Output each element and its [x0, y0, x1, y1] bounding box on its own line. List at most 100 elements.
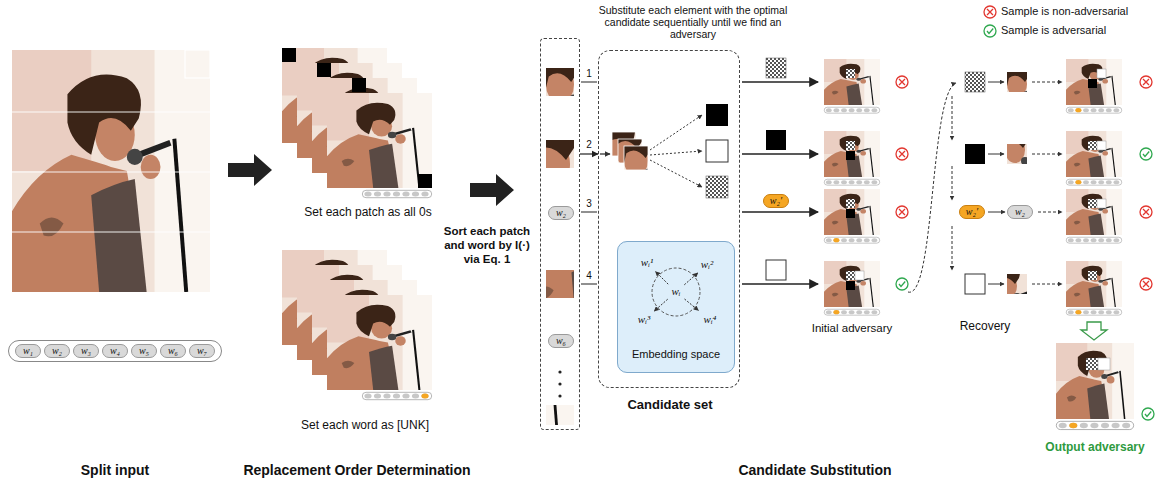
masked-word-stack — [421, 394, 428, 399]
word-token: w₆ — [548, 334, 574, 348]
sorted-patches — [558, 394, 561, 397]
candidate-patches — [557, 98, 728, 254]
candidate-results — [824, 59, 880, 105]
candidate-results — [846, 199, 855, 208]
masked-word-stack — [282, 250, 432, 400]
recovery-steps — [1140, 76, 1152, 88]
masked-patch-stack — [362, 190, 431, 197]
sorted-patches — [487, 26, 627, 194]
sorted-patches — [434, 26, 648, 434]
masked-patch-stack — [282, 48, 432, 198]
recovery-steps — [1075, 180, 1081, 184]
recovery-steps — [1088, 141, 1097, 150]
output-image — [1142, 408, 1154, 420]
candidate-patches — [706, 140, 728, 162]
masked-patch-stack — [418, 174, 432, 188]
candidate-set-box: Candidate setwᵢwᵢ¹wᵢ²wᵢ³wᵢ⁴Embedding spa… — [598, 50, 740, 388]
substitution-arrows — [742, 283, 818, 284]
output-caption: Output adversary — [1045, 440, 1144, 454]
recovery-steps — [1097, 69, 1106, 78]
masked-patch-stack — [317, 63, 331, 77]
candidate-results — [846, 281, 855, 290]
recovery-steps — [1032, 154, 1062, 155]
order-line — [600, 153, 610, 154]
neighbor-word: wᵢ² — [701, 258, 713, 271]
input-image — [12, 50, 210, 292]
recovery-steps — [1066, 59, 1122, 105]
callout-number: 4 — [586, 270, 592, 282]
candidate-patches — [557, 98, 677, 242]
masked-word-stack — [362, 392, 431, 399]
callout-number: 1 — [586, 68, 592, 80]
candidate-results — [824, 59, 908, 315]
substitution-arrows — [766, 130, 786, 150]
recovery-steps — [1088, 79, 1097, 88]
substitution-arrows — [742, 153, 818, 154]
candidate-results — [846, 69, 855, 78]
word-token: w₇ — [189, 344, 215, 358]
output-image — [1056, 343, 1134, 419]
recovery-steps — [1075, 108, 1081, 112]
recovery-steps — [1066, 59, 1122, 105]
candidate-patches — [650, 151, 702, 155]
neighbor-word: wᵢ³ — [638, 313, 650, 326]
masked-word-stack — [327, 295, 432, 390]
recovery-steps — [1075, 310, 1081, 314]
recovery-steps — [1066, 189, 1122, 235]
word-token: w₂ — [1007, 205, 1033, 219]
candidate-patches — [574, 110, 694, 254]
candidate-results — [824, 261, 880, 307]
recovery-steps — [908, 83, 956, 292]
recovery-steps — [1088, 199, 1097, 208]
sorted-patches — [558, 370, 561, 373]
neighbor-word: wᵢ⁴ — [704, 313, 717, 326]
candidate-results — [824, 189, 880, 235]
word-token: w₁ — [15, 344, 41, 358]
box-title: Candidate set — [627, 397, 712, 413]
candidate-patches — [650, 160, 702, 187]
candidate-results — [896, 278, 908, 290]
step-caption: Set each patch as all 0s — [304, 205, 431, 219]
step-caption: Set each word as [UNK] — [301, 418, 429, 432]
embedding-illustration — [652, 268, 700, 316]
output-image — [1056, 322, 1154, 430]
embedding-space-box: wᵢwᵢ¹wᵢ²wᵢ³wᵢ⁴Embedding space — [617, 241, 735, 373]
input-image — [12, 112, 210, 232]
candidate-results — [896, 148, 908, 160]
recovery-steps — [1066, 179, 1122, 185]
recovery-steps — [1140, 278, 1152, 290]
recovery-steps — [965, 274, 985, 294]
masked-patch-stack — [327, 93, 432, 188]
candidate-patches — [706, 104, 728, 126]
candidate-results — [824, 189, 880, 235]
recovery-steps — [1066, 107, 1122, 113]
flow-arrow — [470, 174, 514, 206]
input-image — [12, 50, 210, 292]
legend-text: Sample is non-adversarial — [1001, 5, 1128, 18]
recovery-steps — [988, 154, 1004, 155]
candidate-results — [896, 206, 908, 218]
section-title: Candidate Substitution — [738, 462, 891, 479]
candidate-patches — [565, 101, 685, 245]
recovery-steps — [1066, 309, 1122, 315]
word-token: w₂ — [548, 206, 574, 220]
recovery-steps — [1088, 271, 1097, 280]
flow-arrow — [228, 154, 272, 186]
candidate-results — [824, 107, 880, 113]
word-token: w₂′ — [959, 205, 985, 219]
candidate-results — [824, 131, 880, 177]
sorted-list-box: w₂ w₆ — [540, 38, 580, 430]
recovery-steps — [1038, 212, 1062, 213]
substitution-arrows — [742, 58, 818, 284]
step-caption: Sort each patch and word by I(·) via Eq.… — [437, 224, 537, 266]
output-image — [1069, 423, 1077, 429]
word-token: w₂ — [44, 344, 70, 358]
sorted-patches — [434, 262, 574, 433]
recovery-steps — [1066, 131, 1122, 177]
recovery-steps — [1032, 284, 1062, 285]
recovery-steps — [1066, 189, 1122, 235]
recovery-steps — [952, 166, 953, 200]
adversarial-symbol — [984, 25, 996, 37]
masked-patch-stack — [352, 78, 366, 92]
recovery-steps — [1032, 82, 1062, 83]
